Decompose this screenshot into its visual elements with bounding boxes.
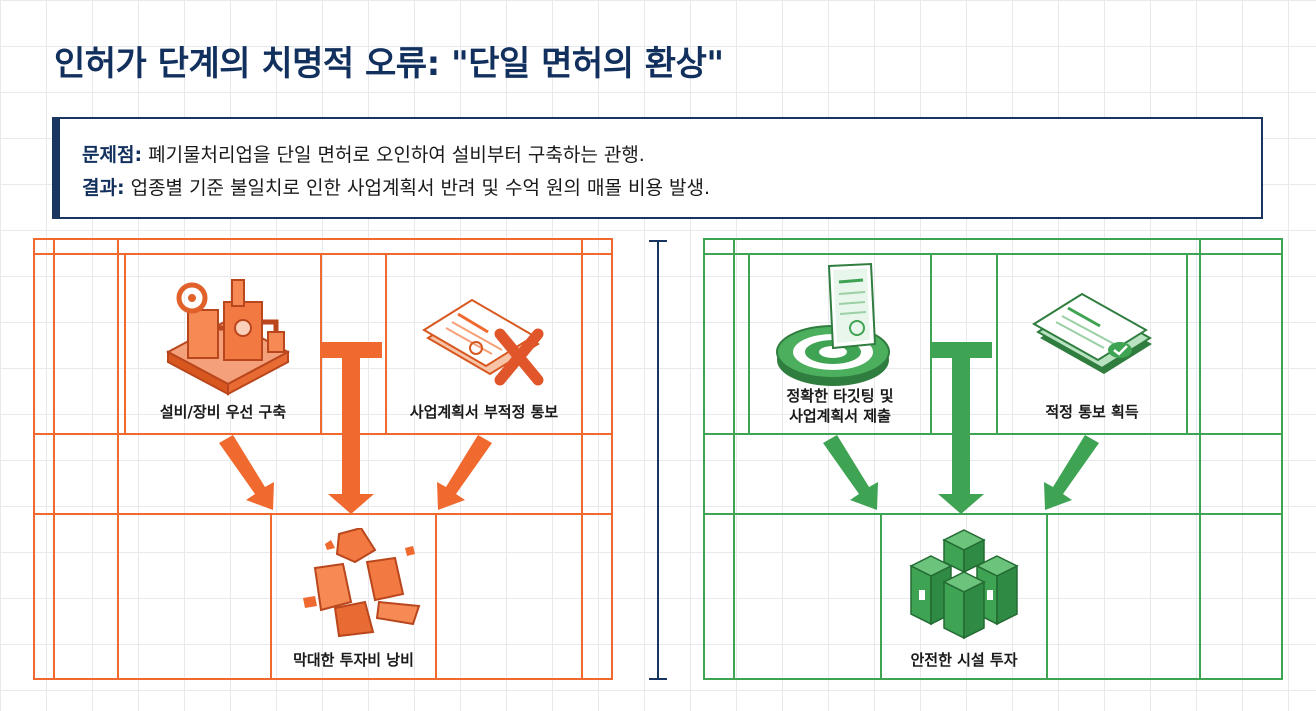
node-targeting-line2: 사업계획서 제출 [789,407,891,425]
flow-arrows [823,342,1099,514]
broken-blocks-icon [303,528,421,638]
correct-flow-grid [703,238,1283,680]
node-safe-investment: 안전한 시설 투자 [910,651,1018,669]
target-document-icon [776,262,890,386]
problem-line: 문제점: 폐기물처리업을 단일 면허로 오인하여 설비부터 구축하는 관행. [82,139,1261,172]
node-plan-rejected: 사업계획서 부적정 통보 [409,403,559,421]
problem-summary-box: 문제점: 폐기물처리업을 단일 면허로 오인하여 설비부터 구축하는 관행. 결… [52,117,1263,219]
node-equipment-first: 설비/장비 우선 구축 [159,403,287,421]
node-approval-received: 적정 통보 획득 [1045,403,1139,421]
problem-text: 폐기물처리업을 단일 면허로 오인하여 설비부터 구축하는 관행. [142,144,645,166]
node-targeting-submission: 정확한 타깃팅 및 사업계획서 제출 [749,386,931,426]
page-title: 인허가 단계의 치명적 오류: "단일 면허의 환상" [54,44,724,84]
node-targeting-line1: 정확한 타깃팅 및 [786,387,894,405]
node-investment-waste: 막대한 투자비 낭비 [293,651,414,669]
wrong-approach-flow: 설비/장비 우선 구축 사업계획서 부적정 통보 막대한 투자비 낭비 [33,238,613,680]
wrong-flow-grid [33,238,613,680]
correct-approach-flow: 정확한 타깃팅 및 사업계획서 제출 적정 통보 획득 [703,238,1283,680]
factory-equipment-icon [165,279,291,396]
result-line: 결과: 업종별 기준 불일치로 인한 사업계획서 반려 및 수억 원의 매몰 비… [82,172,1261,205]
stacked-cubes-icon [909,529,1019,640]
rejected-document-icon [422,298,544,386]
flow-arrows [219,342,492,514]
result-text: 업종별 기준 불일치로 인한 사업계획서 반려 및 수억 원의 매몰 비용 발생… [124,177,710,199]
approved-document-icon [1032,292,1152,374]
result-key: 결과: [82,177,125,199]
problem-key: 문제점: [82,144,143,166]
comparison-divider [649,240,667,680]
